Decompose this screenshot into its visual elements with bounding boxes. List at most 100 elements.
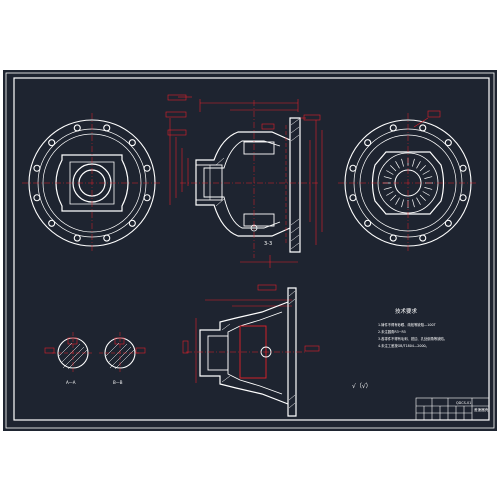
- spline-tooth: [416, 197, 421, 205]
- right-bolt-holes: [349, 124, 467, 242]
- spline-tooth: [416, 161, 421, 169]
- flange-plate: [289, 117, 301, 253]
- bolt-hole: [103, 124, 111, 132]
- title-block-frame: [415, 397, 490, 421]
- window-bottom: [243, 213, 275, 227]
- spline-tooth: [401, 158, 404, 167]
- bottom-flange-plate: [287, 287, 297, 417]
- right-callout-box: [427, 110, 441, 118]
- section-dimensions: [165, 94, 323, 268]
- bottom-hatch: [221, 290, 296, 409]
- drawing-sheet: [3, 70, 497, 431]
- outer-frame: [5, 72, 495, 429]
- dim-tag-box: [167, 129, 187, 136]
- spline-tooth: [424, 187, 433, 190]
- right-flange-view: [338, 110, 478, 253]
- bolt-hole: [419, 234, 427, 242]
- section-hatch: [215, 118, 300, 250]
- spline-tooth: [419, 165, 426, 172]
- spline-tooth: [383, 187, 392, 190]
- center-section-view: [165, 94, 323, 268]
- bolt-hole: [103, 234, 111, 242]
- surface-finish-symbol: √（√）: [352, 383, 372, 390]
- bolt-hole: [73, 124, 81, 132]
- tech-req-item-2: 2.未注圆角R3~R5: [378, 329, 406, 334]
- spline-tooth: [422, 170, 430, 175]
- dim-tag-box: [304, 345, 320, 352]
- dim-tag-box: [303, 114, 321, 121]
- spline-tooth: [386, 170, 394, 175]
- spline-tooth: [419, 194, 426, 201]
- spline-teeth: [383, 158, 433, 208]
- right-leader: [413, 117, 429, 128]
- bolt-hole: [389, 124, 397, 132]
- bolt-hole: [459, 164, 467, 172]
- section-caption-left: A—A: [66, 380, 76, 385]
- bolt-hole: [349, 194, 357, 202]
- spline-tooth: [422, 191, 430, 196]
- left-hub-window: [55, 154, 129, 212]
- spline-tooth: [395, 161, 400, 169]
- section-label: 3-3: [264, 241, 272, 247]
- title-block: [415, 397, 490, 421]
- spline-tooth: [395, 197, 400, 205]
- bolt-hole: [419, 124, 427, 132]
- tech-req-item-1: 1.铸件不得有砂眼、疏松等缺陷—100T: [378, 322, 437, 327]
- bolt-hole: [143, 164, 151, 172]
- tech-req-item-3: 3.各零件不得有毛刺、锐边、孔处倒角等缺陷。: [378, 336, 447, 341]
- spline-tooth: [386, 191, 394, 196]
- spline-tooth: [390, 165, 397, 172]
- dim-tag-box: [257, 284, 277, 291]
- keyway: [114, 337, 125, 345]
- dim-tag-box: [261, 123, 275, 130]
- bolt-hole: [143, 194, 151, 202]
- bolt-hole: [48, 139, 56, 147]
- dim-tag-box: [182, 340, 189, 354]
- window-top: [243, 141, 275, 155]
- left-hub-inner-window: [69, 161, 115, 205]
- bolt-hole: [349, 164, 357, 172]
- dim-tag-box: [165, 111, 187, 118]
- part-name: 差速器壳: [474, 407, 489, 412]
- bottom-bore: [207, 335, 229, 371]
- case-inner-profile: [203, 140, 281, 229]
- spline-tooth: [401, 199, 404, 208]
- keyway: [67, 337, 78, 345]
- spline-tooth: [390, 194, 397, 201]
- spline-tooth: [383, 176, 392, 179]
- bolt-hole: [444, 139, 452, 147]
- spline-tooth: [424, 176, 433, 179]
- bottom-dimensions: [182, 284, 320, 383]
- bolt-hole: [128, 139, 136, 147]
- dim-tag-box: [44, 347, 55, 354]
- bolt-hole: [128, 219, 136, 227]
- bolt-hole: [364, 139, 372, 147]
- left-flange-view: [22, 113, 162, 253]
- bolt-hole: [444, 219, 452, 227]
- dim-tag-box: [167, 94, 187, 101]
- spline-tooth: [412, 158, 415, 167]
- bottom-outer-profile: [199, 301, 289, 405]
- small-section-a: [44, 332, 94, 374]
- hub-bore: [195, 164, 223, 201]
- bolt-hole: [389, 234, 397, 242]
- tech-req-item-4: 4.未注工差按GB/T1804—2000。: [378, 343, 429, 348]
- dim-tag-box: [135, 347, 146, 354]
- inner-frame: [13, 77, 490, 421]
- bolt-hole: [33, 164, 41, 172]
- spline-tooth: [412, 199, 415, 208]
- small-section-b: [99, 332, 146, 374]
- bolt-hole: [73, 234, 81, 242]
- drawing-number: QDCS-01: [456, 401, 471, 405]
- bolt-hole: [33, 194, 41, 202]
- right-hub-window: [371, 151, 445, 215]
- tech-req-title: 技术要求: [395, 307, 418, 315]
- section-caption-right: B—B: [113, 380, 123, 385]
- bolt-hole: [364, 219, 372, 227]
- bolt-hole: [459, 194, 467, 202]
- bolt-hole: [48, 219, 56, 227]
- left-bolt-holes: [33, 124, 151, 242]
- bottom-section-view: [182, 284, 320, 417]
